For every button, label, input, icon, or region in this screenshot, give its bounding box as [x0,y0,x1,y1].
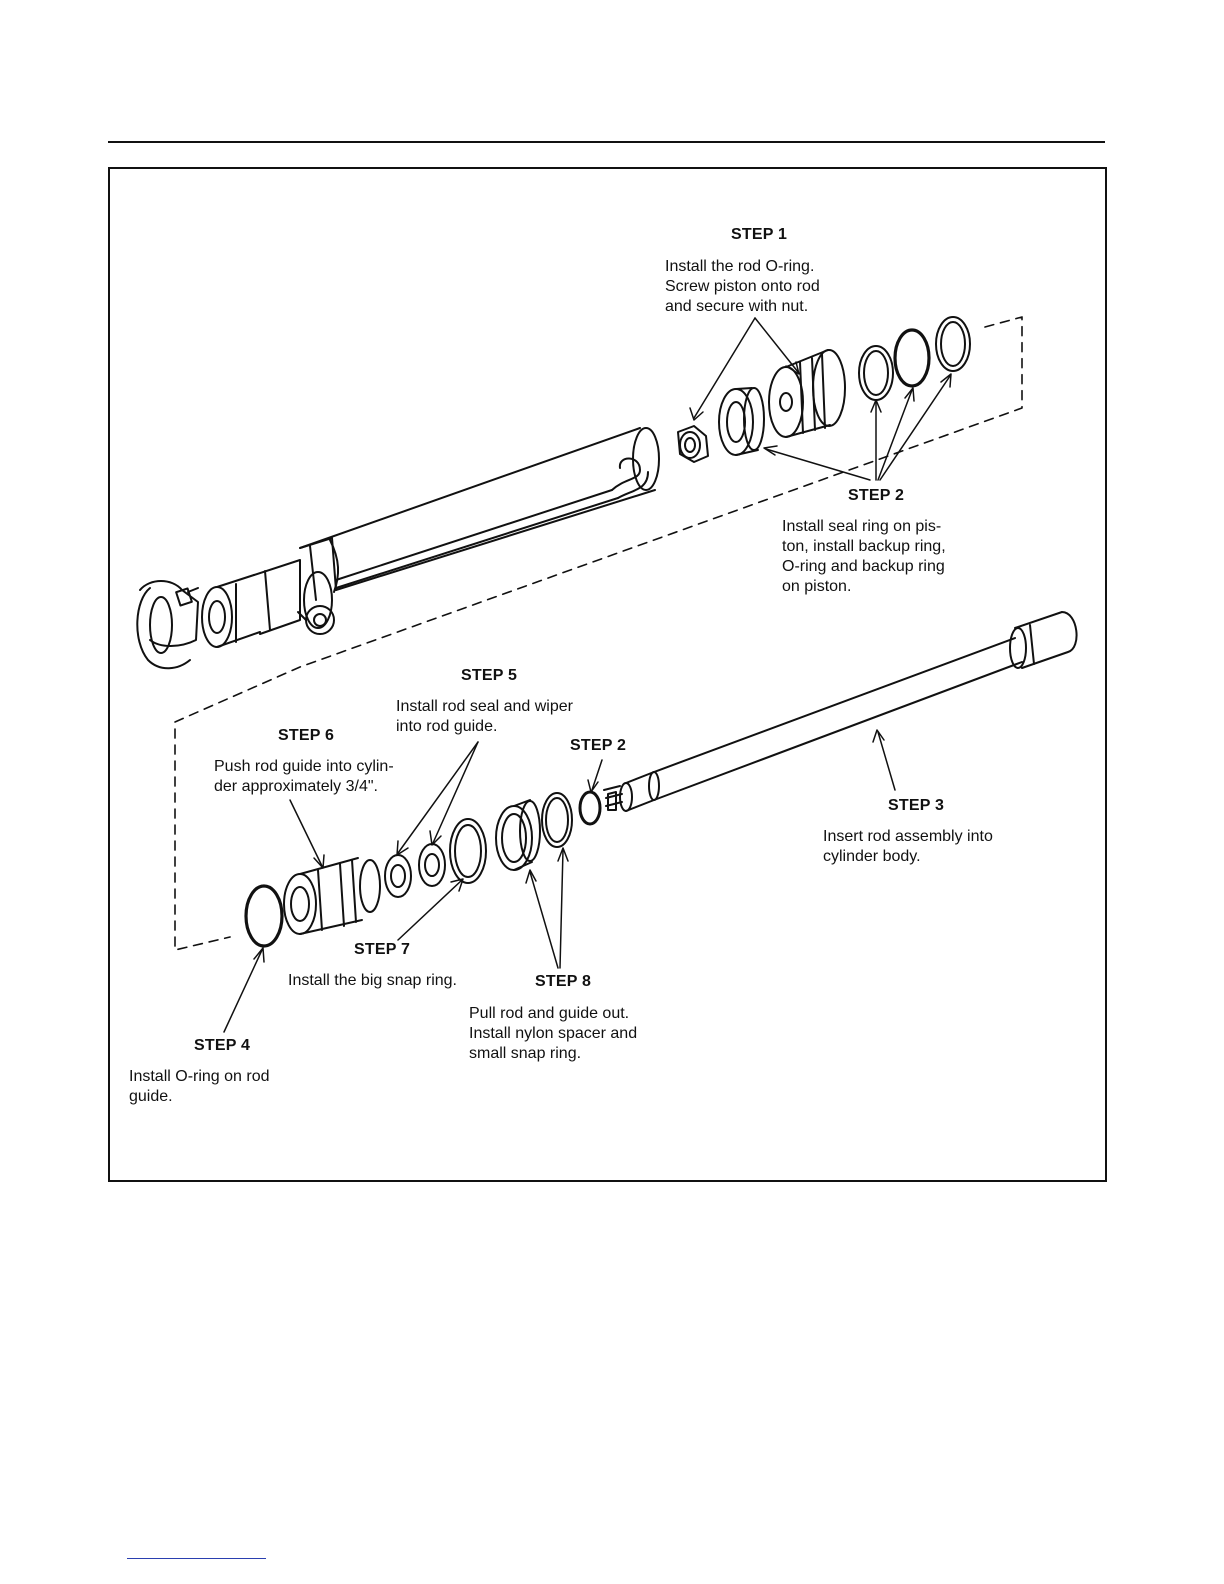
nylon-spacer [495,799,541,871]
step7-title: STEP 7 [354,941,411,958]
rod-guide [283,857,381,935]
step2-top-text: Install seal ring on pis- ton, install b… [782,518,946,595]
wiper [418,843,446,887]
step6-text: Push rod guide into cylin- der approxima… [214,758,394,795]
step4-text: Install O-ring on rod guide. [129,1068,270,1105]
o-ring-guide [244,884,284,948]
footer-link-rule [127,1558,266,1559]
leader-lines [223,317,952,1033]
step2-bottom-title: STEP 2 [570,737,627,754]
step2-top-title: STEP 2 [848,487,905,504]
rod-seal [384,854,412,898]
step7-text: Install the big snap ring. [288,972,457,989]
clevis [136,580,199,670]
header-rule [108,141,1105,143]
backup-ring-top-2 [935,316,971,372]
seal-ring-top [858,345,894,401]
rod-o-ring [578,790,602,826]
step6-title: STEP 6 [278,727,335,744]
step1-text: Install the rod O-ring. Screw piston ont… [665,258,820,315]
backup-ring-top [718,387,765,456]
o-ring-top [893,328,931,388]
small-snap-ring [541,792,573,848]
step8-text: Pull rod and guide out. Install nylon sp… [469,1005,638,1062]
step4-title: STEP 4 [194,1037,251,1054]
piston-rod [603,611,1078,812]
step1-title: STEP 1 [731,226,788,243]
step8-title: STEP 8 [535,973,592,990]
assembly-path-dashed [174,316,1023,951]
cylinder-body [136,427,660,670]
step3-title: STEP 3 [888,797,945,814]
step3-text: Insert rod assembly into cylinder body. [823,828,993,865]
step5-text: Install rod seal and wiper into rod guid… [396,698,573,735]
piston-nut [677,425,709,463]
piston [768,349,846,438]
big-snap-ring [449,818,487,884]
step5-title: STEP 5 [461,667,518,684]
figure-frame [108,167,1107,1182]
